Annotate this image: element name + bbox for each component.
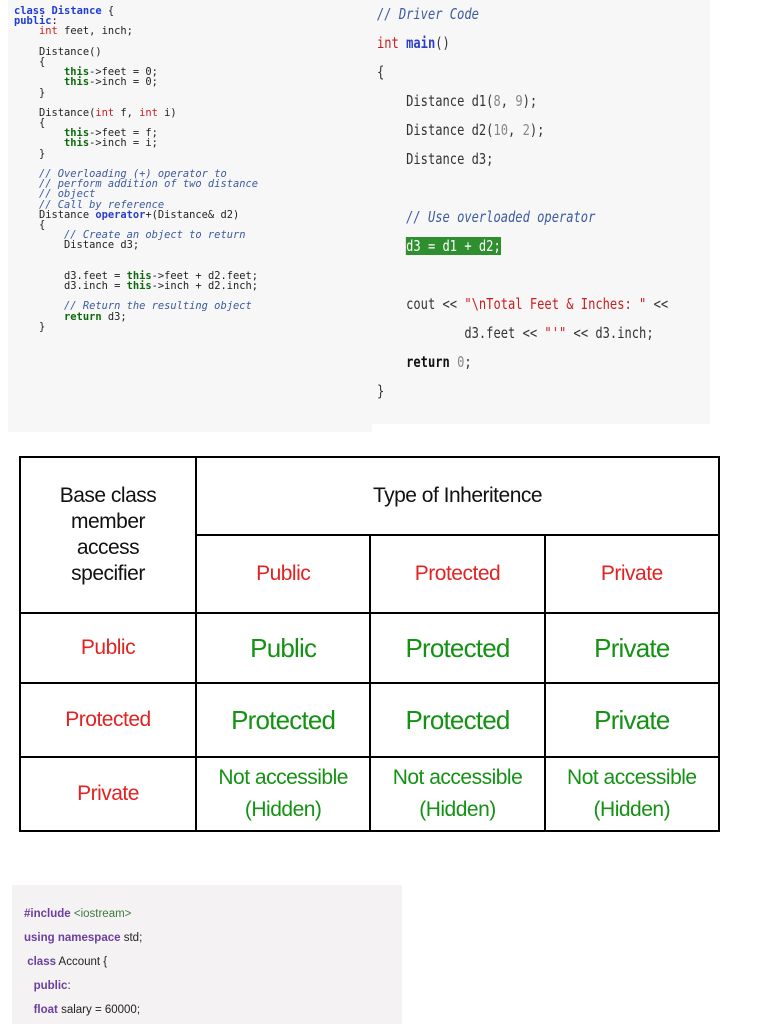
cell-line: Not accessible (392, 766, 523, 789)
table-row: Public Public Protected Private (19, 612, 721, 684)
code-line: Distance d2(10, 2); (377, 121, 545, 139)
header-line: access (76, 536, 140, 559)
code-line: Distance d3; (377, 150, 494, 168)
table-cell: Protected (369, 612, 546, 684)
cell-line: (Hidden) (244, 798, 322, 821)
code-line: this->feet = 0; (64, 66, 158, 79)
code-line: #include <iostream> (24, 908, 132, 920)
code-line: { (14, 117, 46, 130)
inheritance-access-table: Base class member access specifier Type … (19, 456, 721, 832)
code-line: public: (33, 980, 71, 992)
code-line: d3.inch = this->inch + d2.inch; (14, 280, 258, 293)
code-line: d3 = d1 + d2; (406, 237, 501, 255)
code-line (377, 261, 637, 290)
table-cell: Not accessible (Hidden) (194, 756, 372, 832)
code-panel-driver: // Driver Code int main() { Distance d1(8,… (372, 0, 710, 424)
code-line: Distance d1(8, 9); (377, 92, 538, 110)
code-lines: class Distance {public: int feet, inch; … (8, 0, 372, 332)
code-line: this->inch = 0; (64, 76, 158, 89)
code-line: int main() (377, 34, 450, 52)
code-line: return 0; (406, 353, 472, 371)
code-line: return d3; (64, 310, 127, 323)
code-line: class Account { (27, 956, 108, 968)
code-line: { (14, 218, 46, 231)
code-line: public: (14, 15, 58, 28)
code-line: Distance d3; (14, 239, 140, 252)
code-line: this->feet = f; (64, 127, 158, 140)
header-type-of-inheritence: Type of Inheritence (195, 456, 720, 536)
code-line: { (377, 63, 385, 81)
code-line: } (14, 320, 46, 333)
code-line: cout << "\nTotal Feet & Inches: " << (377, 295, 669, 313)
code-lines: #include <iostream>using namespace std; … (12, 885, 402, 1022)
code-line: this->inch = i; (64, 137, 158, 150)
code-line: } (377, 382, 385, 400)
subheader-private: Private (543, 534, 721, 614)
header-base-class: Base class member access specifier (19, 456, 197, 614)
table-cell: Not accessible (Hidden) (369, 756, 546, 832)
row-label-private: Private (19, 756, 197, 832)
code-line: d3.feet << "'" << d3.inch; (377, 324, 654, 342)
table-row: Protected Protected Protected Private (19, 682, 721, 758)
code-line: // Use overloaded operator (406, 208, 596, 226)
code-line: Distance() (14, 45, 102, 58)
code-line: // object (39, 188, 96, 201)
code-panel-account: #include <iostream>using namespace std; … (12, 885, 402, 1024)
cell-line: (Hidden) (593, 798, 671, 821)
header-line: member (70, 510, 146, 533)
code-line: float salary = 60000; (33, 1004, 141, 1016)
row-label-public: Public (19, 612, 197, 684)
code-line (14, 251, 372, 261)
cell-line: Not accessible (567, 766, 697, 789)
code-line: } (14, 86, 46, 99)
table-cell: Not accessible (Hidden) (543, 756, 721, 832)
row-label-protected: Protected (19, 682, 197, 758)
table-cell: Private (543, 612, 721, 684)
cell-line: Not accessible (218, 766, 348, 789)
code-line: // Call by reference (39, 198, 165, 211)
code-panel-distance-class: class Distance {public: int feet, inch; … (8, 0, 372, 432)
table-cell: Protected (194, 682, 372, 758)
code-lines: // Driver Code int main() { Distance d1(8,… (372, 0, 710, 406)
subheader-protected: Protected (369, 534, 546, 614)
code-line (377, 174, 637, 203)
code-line: // Create an object to return (64, 229, 246, 242)
code-line: // Driver Code (377, 5, 479, 23)
code-line: // Overloading (+) operator to (39, 168, 227, 180)
code-line: } (14, 147, 46, 160)
code-line: d3.feet = this->feet + d2.feet; (14, 269, 258, 282)
code-line: int feet, inch; (39, 25, 133, 38)
code-line: { (14, 55, 46, 68)
code-line: // Return the resulting object (64, 300, 252, 313)
code-line: // perform addition of two distance (39, 178, 258, 191)
table-cell: Protected (369, 682, 546, 758)
header-line: Base class (59, 484, 157, 507)
table-cell: Public (194, 612, 372, 684)
header-line: specifier (71, 562, 145, 585)
code-line: Distance(int f, int i) (14, 106, 177, 119)
table-row: Private Not accessible (Hidden) Not acce… (19, 756, 721, 832)
code-line: Distance operator+(Distance& d2) (14, 208, 240, 221)
subheader-public: Public (194, 534, 372, 614)
table-cell: Private (543, 682, 721, 758)
cell-line: (Hidden) (419, 798, 496, 821)
code-line: using namespace std; (24, 932, 143, 944)
code-line: class Distance { (14, 5, 115, 17)
